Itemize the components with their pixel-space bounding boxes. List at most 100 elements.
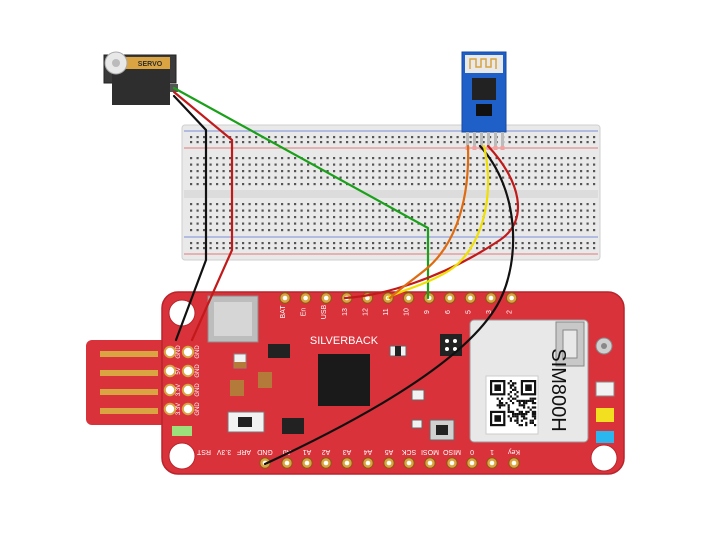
breadboard-hole bbox=[190, 136, 193, 139]
breadboard-hole bbox=[320, 222, 323, 225]
breadboard-hole bbox=[430, 183, 433, 186]
header-pin[interactable] bbox=[163, 402, 177, 416]
breadboard-hole bbox=[398, 216, 401, 219]
header-pin[interactable] bbox=[163, 345, 177, 359]
breadboard-hole bbox=[404, 176, 407, 179]
breadboard-hole bbox=[216, 141, 219, 144]
bt-pin[interactable] bbox=[501, 132, 504, 146]
header-pin[interactable] bbox=[181, 402, 195, 416]
breadboard-hole bbox=[339, 183, 342, 186]
breadboard-hole bbox=[404, 203, 407, 206]
breadboard-hole bbox=[443, 141, 446, 144]
bt-pin[interactable] bbox=[480, 132, 483, 146]
breadboard-hole bbox=[242, 222, 245, 225]
breadboard-hole bbox=[222, 229, 225, 232]
breadboard-hole bbox=[209, 176, 212, 179]
breadboard-hole bbox=[417, 183, 420, 186]
breadboard-hole bbox=[580, 163, 583, 166]
pin-label: 1 bbox=[490, 448, 494, 455]
breadboard-hole bbox=[586, 183, 589, 186]
breadboard-hole bbox=[567, 209, 570, 212]
breadboard-hole bbox=[495, 216, 498, 219]
breadboard-hole bbox=[495, 176, 498, 179]
breadboard-hole bbox=[372, 136, 375, 139]
breadboard-hole bbox=[352, 247, 355, 250]
header-pin[interactable] bbox=[181, 345, 195, 359]
breadboard-hole bbox=[372, 242, 375, 245]
header-pin[interactable] bbox=[181, 383, 195, 397]
bt-pin[interactable] bbox=[487, 132, 490, 146]
breadboard-hole bbox=[378, 163, 381, 166]
breadboard-hole bbox=[391, 163, 394, 166]
header-pin[interactable] bbox=[181, 364, 195, 378]
breadboard-hole bbox=[307, 209, 310, 212]
breadboard-hole bbox=[502, 170, 505, 173]
breadboard-hole bbox=[404, 242, 407, 245]
bt-pin[interactable] bbox=[466, 132, 469, 146]
breadboard-hole bbox=[560, 247, 563, 250]
breadboard-hole bbox=[404, 136, 407, 139]
breadboard-hole bbox=[547, 157, 550, 160]
header-pin[interactable] bbox=[163, 364, 177, 378]
breadboard-hole bbox=[391, 222, 394, 225]
breadboard-hole bbox=[274, 203, 277, 206]
breadboard-hole bbox=[398, 242, 401, 245]
breadboard-hole bbox=[469, 141, 472, 144]
pin-label: USB bbox=[321, 304, 328, 319]
breadboard-hole bbox=[203, 209, 206, 212]
breadboard-hole bbox=[281, 242, 284, 245]
breadboard-hole bbox=[450, 170, 453, 173]
breadboard-hole bbox=[235, 203, 238, 206]
breadboard-hole bbox=[346, 247, 349, 250]
breadboard-hole bbox=[398, 136, 401, 139]
breadboard-hole bbox=[450, 141, 453, 144]
breadboard-hole bbox=[346, 170, 349, 173]
breadboard-hole bbox=[313, 176, 316, 179]
breadboard-hole bbox=[333, 136, 336, 139]
breadboard-hole bbox=[489, 176, 492, 179]
breadboard-hole bbox=[541, 247, 544, 250]
bt-pin[interactable] bbox=[494, 132, 497, 146]
breadboard-hole bbox=[411, 222, 414, 225]
breadboard-hole bbox=[352, 183, 355, 186]
breadboard-hole bbox=[352, 157, 355, 160]
pin-label: A5 bbox=[385, 448, 394, 455]
usb-connector[interactable] bbox=[86, 340, 172, 425]
breadboard-hole bbox=[411, 157, 414, 160]
breadboard-hole bbox=[443, 216, 446, 219]
breadboard-hole bbox=[300, 229, 303, 232]
breadboard-hole bbox=[482, 229, 485, 232]
breadboard-hole bbox=[586, 229, 589, 232]
breadboard-hole bbox=[248, 229, 251, 232]
breadboard-hole bbox=[463, 222, 466, 225]
breadboard-hole bbox=[320, 203, 323, 206]
breadboard-hole bbox=[274, 242, 277, 245]
breadboard-hole bbox=[593, 176, 596, 179]
breadboard-hole bbox=[313, 183, 316, 186]
breadboard-hole bbox=[482, 222, 485, 225]
breadboard-hole bbox=[554, 183, 557, 186]
breadboard-hole bbox=[502, 247, 505, 250]
bt-pin[interactable] bbox=[473, 132, 476, 146]
header-pin[interactable] bbox=[163, 383, 177, 397]
breadboard-hole bbox=[268, 170, 271, 173]
breadboard-hole bbox=[209, 209, 212, 212]
breadboard-hole bbox=[372, 222, 375, 225]
breadboard-hole bbox=[593, 216, 596, 219]
breadboard-hole bbox=[580, 222, 583, 225]
breadboard-hole bbox=[255, 216, 258, 219]
breadboard-hole bbox=[216, 216, 219, 219]
breadboard-hole bbox=[229, 170, 232, 173]
breadboard-hole bbox=[196, 141, 199, 144]
breadboard-hole bbox=[352, 170, 355, 173]
servo-motor[interactable]: SERVO bbox=[103, 51, 178, 105]
breadboard-hole bbox=[209, 157, 212, 160]
breadboard-hole bbox=[547, 176, 550, 179]
breadboard-hole bbox=[398, 209, 401, 212]
breadboard-hole bbox=[593, 136, 596, 139]
breadboard-hole bbox=[528, 203, 531, 206]
bluetooth-module[interactable] bbox=[461, 51, 507, 150]
breadboard-hole bbox=[190, 157, 193, 160]
breadboard-hole bbox=[346, 242, 349, 245]
